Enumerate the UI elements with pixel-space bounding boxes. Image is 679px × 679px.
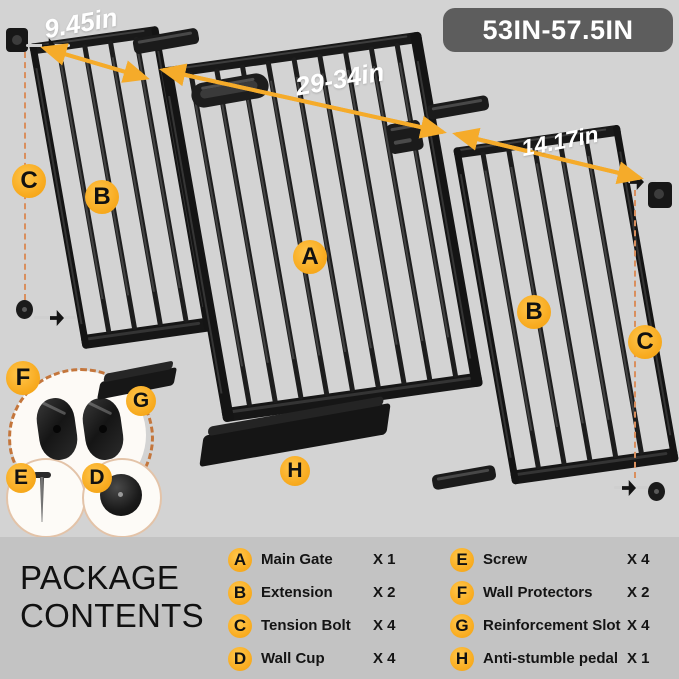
marker-wall-cup: D xyxy=(82,463,112,493)
panel-side-left xyxy=(29,42,90,350)
marker-tension-bolt-right: C xyxy=(628,325,662,359)
legend-row: E Screw X 4 xyxy=(450,543,668,576)
legend-part-qty: X 2 xyxy=(373,584,396,601)
panel-bar xyxy=(317,53,382,389)
panel-bar xyxy=(213,67,278,404)
marker-extension-left: B xyxy=(85,180,119,214)
marker-reinforcement-slot: G xyxy=(126,386,156,416)
wall-cup-art-bottom-left xyxy=(16,300,33,319)
marker-wall-protectors: F xyxy=(6,361,40,395)
detached-rail-right xyxy=(426,94,490,121)
legend-row: F Wall Protectors X 2 xyxy=(450,576,668,609)
legend-badge: G xyxy=(450,613,474,638)
panel-bar xyxy=(291,56,356,393)
legend-row: C Tension Bolt X 4 xyxy=(228,609,446,642)
legend-badge: A xyxy=(228,547,252,572)
marker-extension-right: B xyxy=(517,295,551,329)
package-contents-title-line1: PACKAGE xyxy=(20,559,180,596)
legend-part-qty: X 1 xyxy=(627,650,650,667)
wall-cup-art-bottom-right xyxy=(648,482,665,501)
extension-panel-right xyxy=(452,119,679,489)
legend-part-name: Wall Protectors xyxy=(483,584,593,601)
legend-part-name: Screw xyxy=(483,551,528,568)
gate-latch[interactable] xyxy=(385,119,425,155)
legend-part-qty: X 4 xyxy=(373,650,396,667)
marker-main-gate: A xyxy=(293,240,327,274)
legend-part-name: Reinforcement Slot xyxy=(483,617,621,634)
legend-badge: E xyxy=(450,547,474,572)
legend-badge: C xyxy=(228,613,252,638)
panel-side-right xyxy=(612,124,679,463)
package-contents-footer: PACKAGE CONTENTS A Main Gate X 1 B Exten… xyxy=(0,537,679,679)
legend-column-1: A Main Gate X 1 B Extension X 2 C Tensio… xyxy=(228,543,446,675)
legend-badge: H xyxy=(450,646,474,671)
legend-part-qty: X 4 xyxy=(627,551,650,568)
marker-screw: E xyxy=(6,463,36,493)
legend-part-qty: X 2 xyxy=(627,584,650,601)
panel-bottom-rail xyxy=(80,317,212,350)
package-contents-legend: A Main Gate X 1 B Extension X 2 C Tensio… xyxy=(228,543,674,677)
wall-cup-art-top-right xyxy=(648,182,672,208)
panel-bar xyxy=(107,40,164,327)
legend-part-qty: X 1 xyxy=(373,551,396,568)
legend-badge: F xyxy=(450,580,474,605)
marker-anti-stumble-pedal: H xyxy=(280,456,310,486)
detached-rail-bottom xyxy=(431,464,497,491)
marker-tension-bolt-left: C xyxy=(12,164,46,198)
panel-bar xyxy=(342,49,407,386)
panel-bar xyxy=(265,60,330,397)
legend-row: G Reinforcement Slot X 4 xyxy=(450,609,668,642)
panel-bar xyxy=(557,140,619,459)
legend-part-qty: X 4 xyxy=(627,617,650,634)
package-contents-title-line2: CONTENTS xyxy=(20,597,204,634)
legend-part-name: Tension Bolt xyxy=(261,617,351,634)
legend-row: D Wall Cup X 4 xyxy=(228,642,446,675)
legend-row: A Main Gate X 1 xyxy=(228,543,446,576)
wall-cup-art-top-left xyxy=(6,28,28,52)
legend-part-qty: X 4 xyxy=(373,617,396,634)
legend-part-name: Main Gate xyxy=(261,551,333,568)
legend-part-name: Extension xyxy=(261,584,333,601)
legend-part-name: Wall Cup xyxy=(261,650,325,667)
legend-column-2: E Screw X 4 F Wall Protectors X 2 G Rein… xyxy=(450,543,668,675)
legend-row: B Extension X 2 xyxy=(228,576,446,609)
size-range-badge: 53IN-57.5IN xyxy=(443,8,673,52)
legend-badge: D xyxy=(228,646,252,671)
panel-bar xyxy=(239,64,304,400)
package-contents-title: PACKAGE CONTENTS xyxy=(20,559,220,635)
screw-art xyxy=(33,472,51,522)
legend-row: H Anti-stumble pedal X 1 xyxy=(450,642,668,675)
legend-badge: B xyxy=(228,580,252,605)
legend-part-name: Anti-stumble pedal xyxy=(483,650,619,667)
